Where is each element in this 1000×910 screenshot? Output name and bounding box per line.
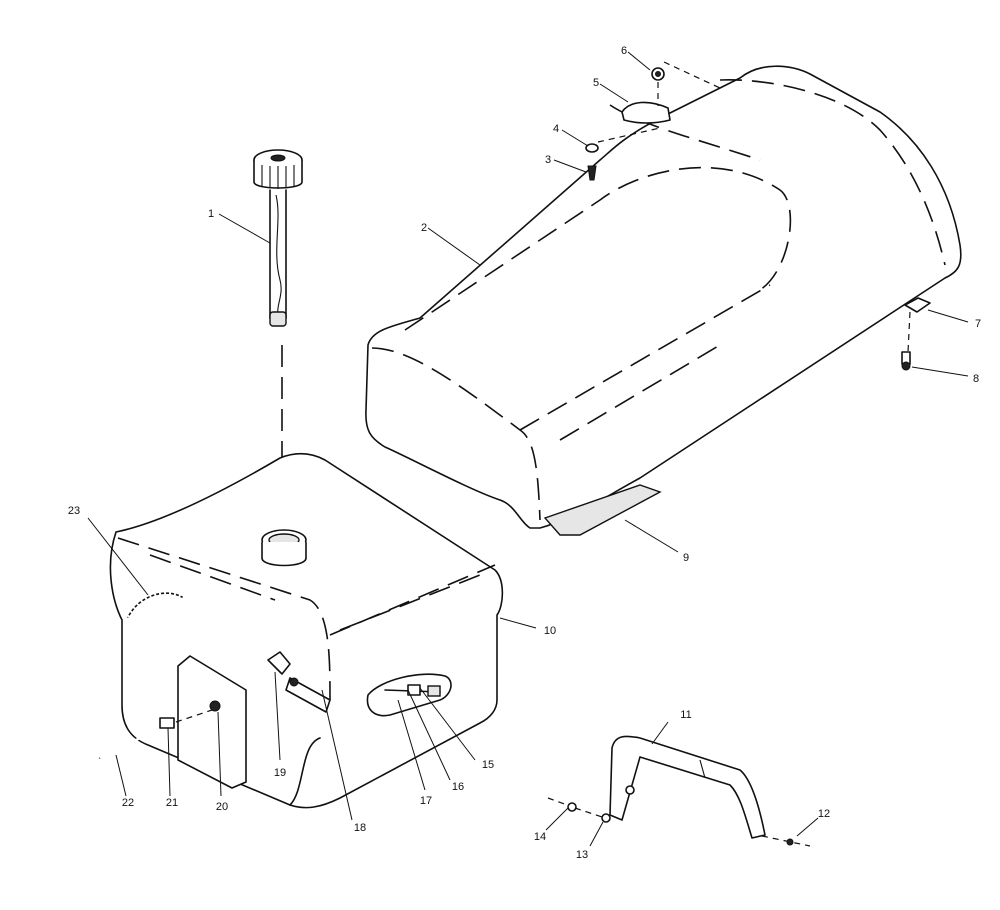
seat-base-strip — [543, 484, 662, 536]
callout-19: 19 — [274, 767, 286, 779]
washer-4 — [585, 143, 599, 153]
clamp-21 — [159, 717, 175, 729]
callout-10: 10 — [544, 625, 556, 637]
callout-6: 6 — [621, 45, 627, 57]
screw-12 — [786, 838, 794, 846]
callout-1: 1 — [208, 208, 214, 220]
tank-strap-11 — [547, 735, 811, 847]
callout-18: 18 — [354, 822, 366, 834]
callout-15: 15 — [482, 759, 494, 771]
callout-labels: 1 2 3 4 5 6 7 8 9 10 11 12 13 14 15 16 1… — [68, 45, 981, 861]
callout-9: 9 — [683, 552, 689, 564]
fuel-pickup — [366, 673, 452, 717]
fuel-tank — [109, 452, 504, 809]
bracket-7 — [901, 297, 931, 371]
seat-strap-hardware — [585, 61, 721, 181]
fitting-20 — [209, 700, 221, 712]
bolt-3 — [587, 165, 597, 181]
seat — [365, 65, 962, 536]
callout-7: 7 — [975, 318, 981, 330]
callout-23: 23 — [68, 505, 80, 517]
tank-plate — [177, 655, 247, 789]
callout-2: 2 — [421, 222, 427, 234]
strap-5 — [621, 101, 671, 124]
vent-hose-23 — [126, 592, 183, 618]
callout-12: 12 — [818, 808, 830, 820]
callout-8: 8 — [973, 373, 979, 385]
callout-17: 17 — [420, 795, 432, 807]
callout-leaders — [87, 51, 969, 847]
callout-20: 20 — [216, 801, 228, 813]
callout-4: 4 — [553, 123, 559, 135]
callout-5: 5 — [593, 77, 599, 89]
callout-14: 14 — [534, 831, 546, 843]
fuel-line-22 — [99, 709, 213, 760]
nut-14 — [567, 802, 577, 812]
washer-13 — [601, 813, 611, 823]
callout-21: 21 — [166, 797, 178, 809]
callout-11: 11 — [680, 709, 691, 721]
callout-3: 3 — [545, 154, 551, 166]
callout-22: 22 — [122, 797, 134, 809]
fittings-18-19 — [267, 651, 331, 713]
fuel-gauge-cap — [253, 149, 303, 530]
callout-13: 13 — [576, 849, 588, 861]
callout-16: 16 — [452, 781, 464, 793]
